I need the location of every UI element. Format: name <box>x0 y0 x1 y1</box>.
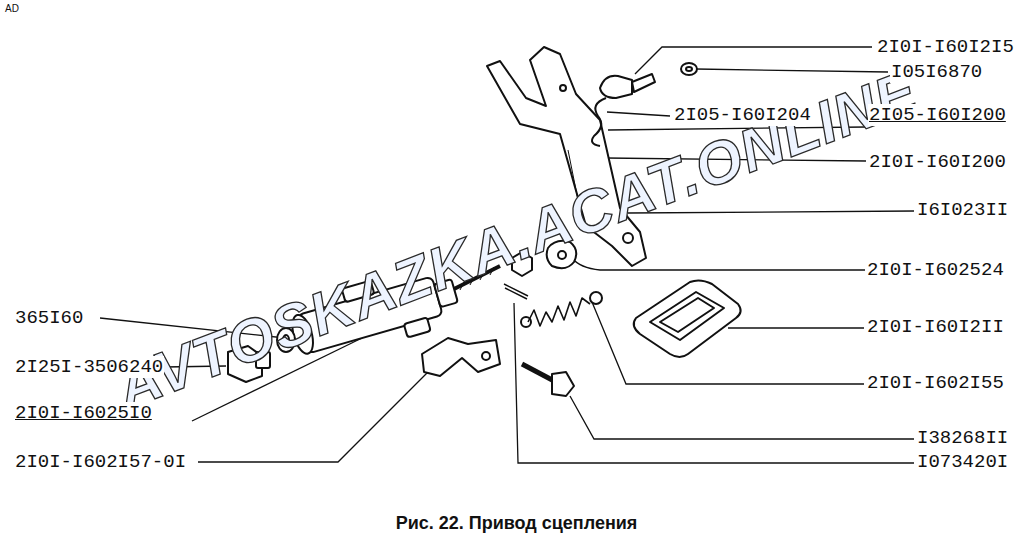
page-mark: AD <box>4 3 20 15</box>
part-number: I05I6870 <box>890 61 983 83</box>
part-number: I6I023II <box>916 199 1009 221</box>
part-number: 2I0I-I60I200 <box>868 151 1007 173</box>
part-number: 2I0I-I60I2I5 <box>876 36 1015 58</box>
part-number: I073420I <box>916 451 1009 473</box>
part-number: 365I60 <box>14 307 84 329</box>
part-number: 2I0I-I6025I0 <box>14 402 153 424</box>
part-number: 2I0I-I60I2II <box>866 316 1005 338</box>
part-number: 2I05-I60I204 <box>673 104 812 126</box>
part-number: 2I0I-I602524 <box>866 259 1005 281</box>
part-number: 2I05-I60I200 <box>868 104 1007 126</box>
part-number: 2I0I-I602I57-0I <box>14 451 187 473</box>
part-number: 2I0I-I602I55 <box>866 372 1005 394</box>
part-number: 2I25I-3506240 <box>14 356 164 378</box>
part-number: I38268II <box>916 427 1009 449</box>
figure-caption: Рис. 22. Привод сцепления <box>0 513 1033 534</box>
